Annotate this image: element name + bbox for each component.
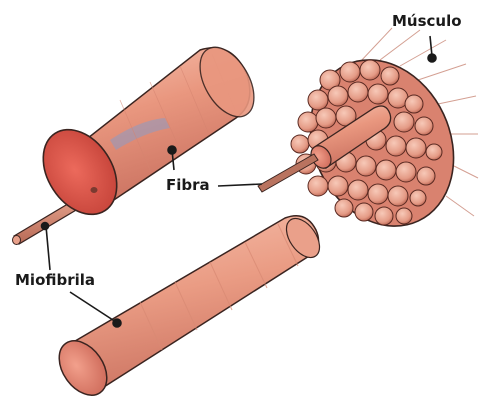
myofibril-cylinder	[49, 213, 326, 405]
fiber-cylinder	[13, 38, 266, 244]
miofibrila-bottom-dot	[113, 319, 121, 327]
fibra-pointer-dot	[168, 146, 176, 154]
musculo-pointer-dot	[428, 54, 436, 62]
miofibrila-top-dot	[42, 223, 49, 230]
label-fibra: Fibra	[166, 178, 210, 193]
label-miofibrila: Miofibrila	[15, 273, 95, 288]
label-musculo: Músculo	[392, 14, 462, 29]
